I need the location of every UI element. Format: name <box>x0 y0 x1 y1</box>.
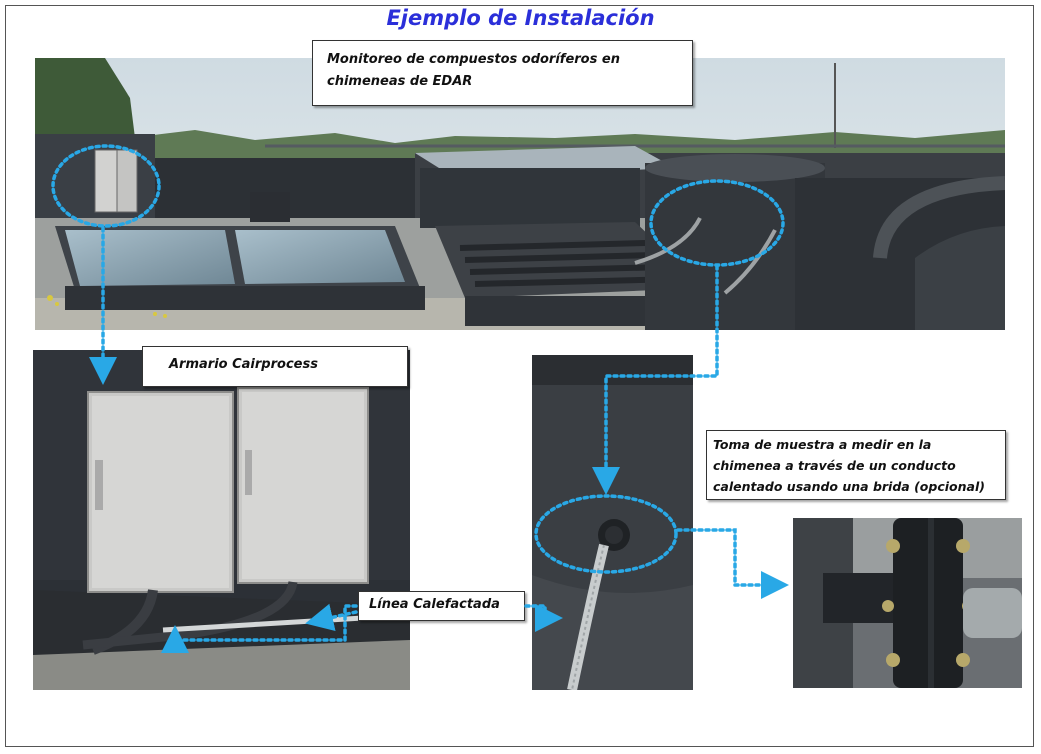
caption-top-monitoring: Monitoreo de compuestos odoríferos en ch… <box>312 40 693 106</box>
caption-sample-port-text: Toma de muestra a medir en la chimenea a… <box>713 437 985 494</box>
photo-cabinets <box>33 350 410 690</box>
caption-cabinet: Armario Cairprocess <box>142 346 408 387</box>
caption-top-text: Monitoreo de compuestos odoríferos en ch… <box>327 52 620 89</box>
caption-cabinet-text: Armario Cairprocess <box>169 357 318 372</box>
caption-sample-port: Toma de muestra a medir en la chimenea a… <box>706 430 1006 500</box>
photo-flange-closeup <box>793 518 1022 688</box>
figure-title: Ejemplo de Instalación <box>386 6 655 30</box>
photo-chimney-sample-port <box>532 355 693 690</box>
caption-heated-line: Línea Calefactada <box>358 591 525 621</box>
caption-heated-line-text: Línea Calefactada <box>369 597 500 612</box>
